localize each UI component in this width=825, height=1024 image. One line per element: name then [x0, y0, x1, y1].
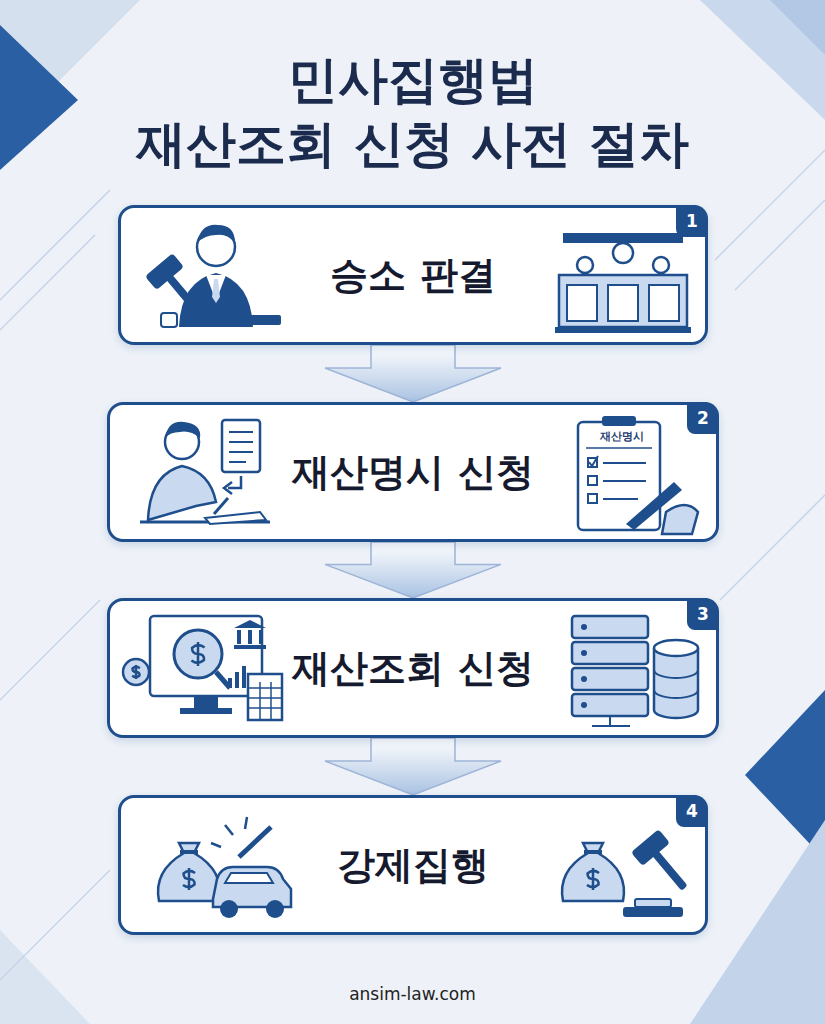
left-icon	[110, 598, 290, 738]
flow-arrow	[325, 345, 501, 402]
step-number: 3	[687, 598, 719, 630]
step-label: 승소 판결	[330, 250, 495, 301]
process-box: 재산명시 신청 2 재산명시	[107, 402, 719, 542]
flow-arrow	[325, 542, 501, 598]
title: 민사집행법 재산조회 신청 사전 절차	[0, 48, 825, 176]
step-number: 2	[687, 402, 719, 434]
icon-caption: 재산명시	[599, 429, 645, 444]
process-box: 재산조회 신청 3	[107, 598, 719, 738]
left-icon	[110, 402, 290, 542]
left-icon	[121, 795, 301, 935]
step-label: 재산명시 신청	[292, 447, 533, 498]
process-box: 강제집행 4	[118, 795, 708, 935]
left-icon	[121, 205, 301, 345]
step-number: 1	[676, 205, 708, 237]
process-box: 승소 판결 1	[118, 205, 708, 345]
step-number: 4	[676, 795, 708, 827]
flow-arrow	[325, 738, 501, 795]
step-label: 재산조회 신청	[292, 643, 533, 694]
watermark: ansim-law.com	[0, 984, 825, 1004]
step-label: 강제집행	[337, 840, 489, 891]
